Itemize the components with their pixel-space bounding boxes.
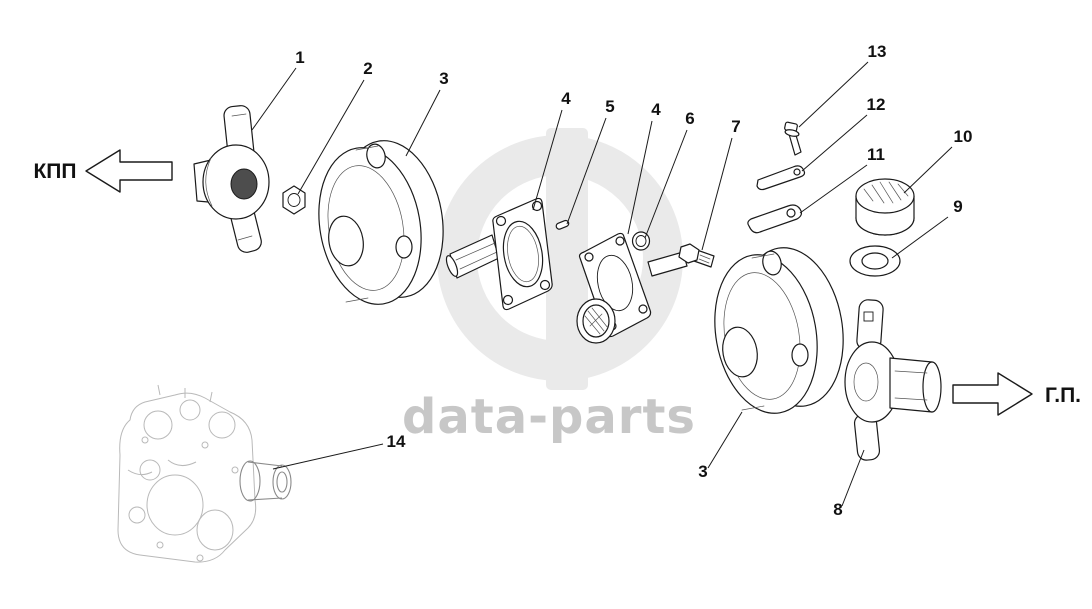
callout-12: 12 (867, 95, 886, 114)
part-pin (555, 219, 570, 230)
watermark-text: data-parts (402, 389, 696, 445)
arrow-left-icon (85, 149, 173, 193)
callout-numbers: 1 2 3 4 5 4 6 7 13 12 11 10 9 3 8 14 (295, 42, 972, 519)
part-gasket-plate (445, 197, 553, 311)
callout-1: 1 (295, 48, 304, 67)
callout-2: 2 (363, 59, 372, 78)
part-lock-strip (756, 165, 806, 191)
part-cap (855, 178, 915, 236)
direction-arrow-right: Г.П. (952, 372, 1081, 416)
callout-7: 7 (731, 117, 740, 136)
part-washer (849, 245, 901, 277)
part-hex-nut (282, 185, 306, 215)
arrow-right-icon (952, 372, 1033, 416)
part-flange-splined (576, 232, 688, 344)
part-bolt (678, 243, 715, 268)
callout-5: 5 (605, 97, 614, 116)
label-gp: Г.П. (1045, 384, 1081, 407)
callout-10: 10 (954, 127, 973, 146)
callout-3-left: 3 (439, 69, 448, 88)
callout-14: 14 (387, 432, 406, 451)
callout-8: 8 (833, 500, 842, 519)
callout-13: 13 (868, 42, 887, 61)
callout-6: 6 (685, 109, 694, 128)
callout-4-second: 4 (651, 100, 661, 119)
part-coupling-clamp-right (714, 247, 844, 414)
part-gearbox (117, 384, 292, 563)
callout-3-right: 3 (698, 462, 707, 481)
part-snap-ring (631, 231, 651, 251)
callout-11: 11 (867, 145, 885, 164)
part-lock-plate (747, 204, 803, 234)
part-bolt-small (784, 121, 802, 156)
part-yoke-flange-right (844, 299, 942, 461)
callout-4-first: 4 (561, 89, 571, 108)
direction-arrow-left: КПП (33, 149, 173, 193)
label-kpp: КПП (33, 160, 76, 183)
part-yoke-flange-left (193, 105, 270, 253)
callout-9: 9 (953, 197, 962, 216)
part-coupling-clamp-left (318, 140, 444, 305)
leader-lines (251, 61, 953, 507)
